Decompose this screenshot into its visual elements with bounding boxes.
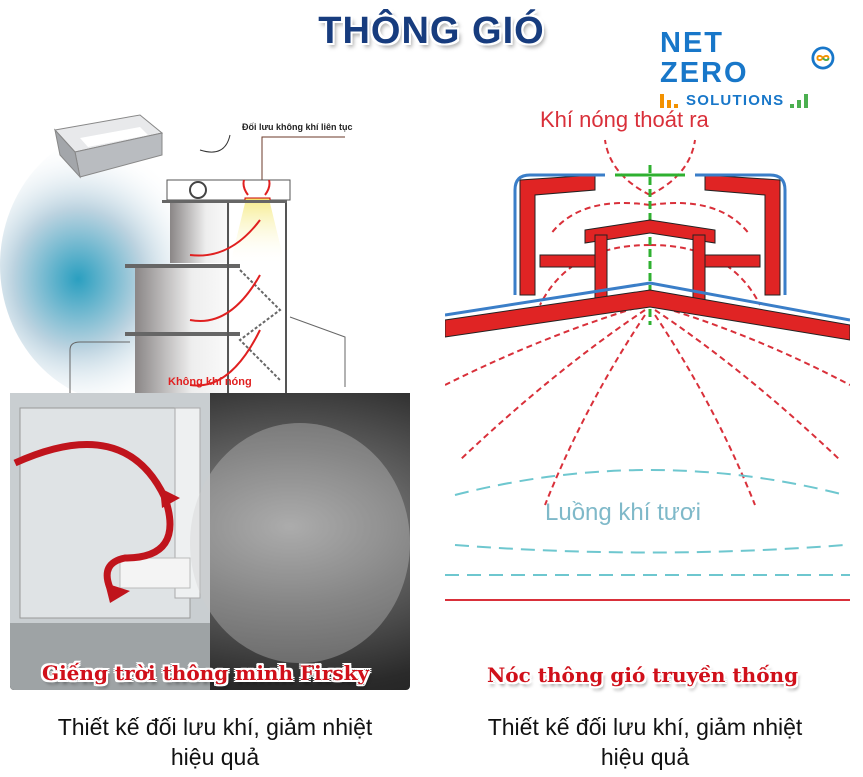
bar-chart-icon-green bbox=[790, 93, 809, 108]
page-title: THÔNG GIÓ bbox=[318, 10, 545, 52]
roof-ventilator-diagram: Khí nóng thoát ra Luồng khí bbox=[444, 95, 851, 615]
left-caption: Thiết kế đối lưu khí, giảm nhiệt hiệu qu… bbox=[0, 712, 430, 772]
left-caption-line1: Thiết kế đối lưu khí, giảm nhiệt bbox=[57, 714, 373, 740]
label-continuous-convection: Đối lưu không khí liên tục bbox=[242, 122, 353, 132]
right-caption: Thiết kế đối lưu khí, giảm nhiệt hiệu qu… bbox=[430, 712, 860, 772]
right-caption-line2: hiệu quả bbox=[600, 744, 690, 770]
label-hot-air-exits: Khí nóng thoát ra bbox=[540, 107, 710, 132]
net-zero-logo: NET ZERO SOLUTIONS bbox=[660, 27, 835, 109]
firsky-skylight-photo: Giếng trời thông minh Firsky bbox=[10, 393, 410, 690]
label-firsky-skylight: Giếng trời thông minh Firsky bbox=[42, 661, 370, 685]
logo-text-solutions: SOLUTIONS bbox=[686, 92, 785, 109]
skylight-product-image bbox=[54, 114, 164, 179]
left-caption-line2: hiệu quả bbox=[170, 744, 260, 770]
infinity-icon bbox=[811, 46, 835, 70]
label-fresh-airflow: Luồng khí tươi bbox=[545, 499, 701, 526]
right-caption-line1: Thiết kế đối lưu khí, giảm nhiệt bbox=[487, 714, 803, 740]
bar-chart-icon-orange bbox=[660, 93, 678, 108]
label-hot-air: Không khí nóng bbox=[168, 376, 252, 388]
logo-text-net-zero: NET ZERO bbox=[660, 27, 749, 89]
label-traditional-roof-vent: Nóc thông gió truyền thống bbox=[487, 663, 799, 687]
building-ventilation-diagram: Đối lưu không khí liên tục Không khí nón… bbox=[0, 95, 420, 405]
